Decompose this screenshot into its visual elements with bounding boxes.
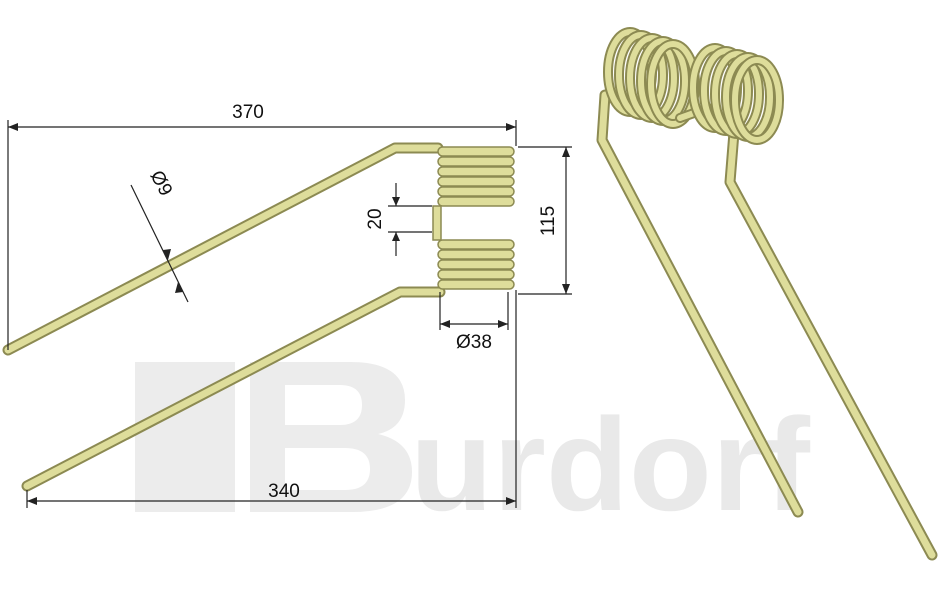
- perspective-leg-right: [724, 114, 938, 561]
- dimension-lines: [7, 120, 572, 508]
- upper-leg: [2, 142, 444, 356]
- label-overall-length: 370: [232, 102, 264, 123]
- tine-side-view: [2, 142, 515, 492]
- perspective-coil-left: [603, 27, 700, 129]
- tine-perspective-view: [596, 27, 938, 561]
- upper-coil: [437, 146, 515, 207]
- dim-coil-diameter: [439, 292, 509, 330]
- label-lower-leg-length: 340: [268, 481, 300, 502]
- lower-leg: [21, 286, 446, 492]
- dim-coil-gap: [388, 183, 432, 256]
- perspective-leg-left: [596, 89, 804, 518]
- watermark-b-letter: [250, 362, 412, 512]
- dim-lower-leg-length: [26, 290, 517, 508]
- label-wire-diameter: Ø9: [146, 167, 176, 199]
- perspective-coil-right: [688, 43, 784, 145]
- dim-wire-diameter: [130, 184, 189, 303]
- label-coil-gap: 20: [365, 208, 386, 229]
- dim-coil-height: [518, 146, 572, 295]
- coil-connector: [432, 205, 442, 241]
- dim-overall-length: [7, 120, 517, 350]
- label-coil-height: 115: [538, 206, 559, 236]
- watermark-logo: urdorf: [135, 362, 811, 538]
- label-coil-diameter: Ø38: [456, 332, 492, 353]
- lower-coil: [437, 239, 515, 290]
